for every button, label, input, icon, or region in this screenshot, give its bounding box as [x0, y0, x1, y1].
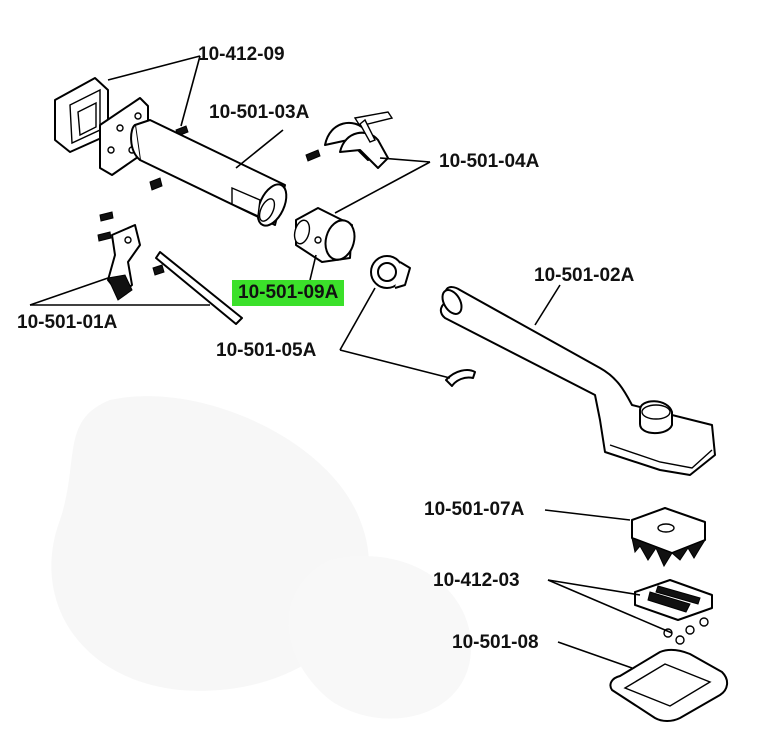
- part-10-501-09A: [293, 207, 356, 263]
- label-10-501-04A: 10-501-04A: [439, 151, 540, 172]
- label-10-501-03A: 10-501-03A: [209, 102, 310, 123]
- part-10-501-02A: [439, 286, 716, 476]
- label-10-501-05A: 10-501-05A: [216, 340, 317, 361]
- part-10-501-04A: [305, 111, 394, 169]
- part-10-501-08: [609, 648, 728, 722]
- part-10-412-03: [634, 579, 713, 645]
- part-10-501-03A: [130, 119, 288, 227]
- label-10-501-07A: 10-501-07A: [424, 499, 525, 520]
- label-10-501-09A-highlighted: 10-501-09A: [232, 280, 345, 306]
- background-watermark-2: [288, 556, 472, 719]
- part-10-501-01A: [97, 211, 243, 325]
- label-10-501-02A: 10-501-02A: [534, 265, 635, 286]
- leader-lines: [29, 55, 673, 669]
- part-10-501-05A: [370, 255, 476, 387]
- label-10-501-08: 10-501-08: [452, 632, 539, 653]
- label-10-412-09: 10-412-09: [198, 44, 285, 65]
- label-10-501-01A: 10-501-01A: [17, 312, 118, 333]
- label-10-412-03: 10-412-03: [433, 570, 520, 591]
- part-10-501-07A: [631, 507, 707, 568]
